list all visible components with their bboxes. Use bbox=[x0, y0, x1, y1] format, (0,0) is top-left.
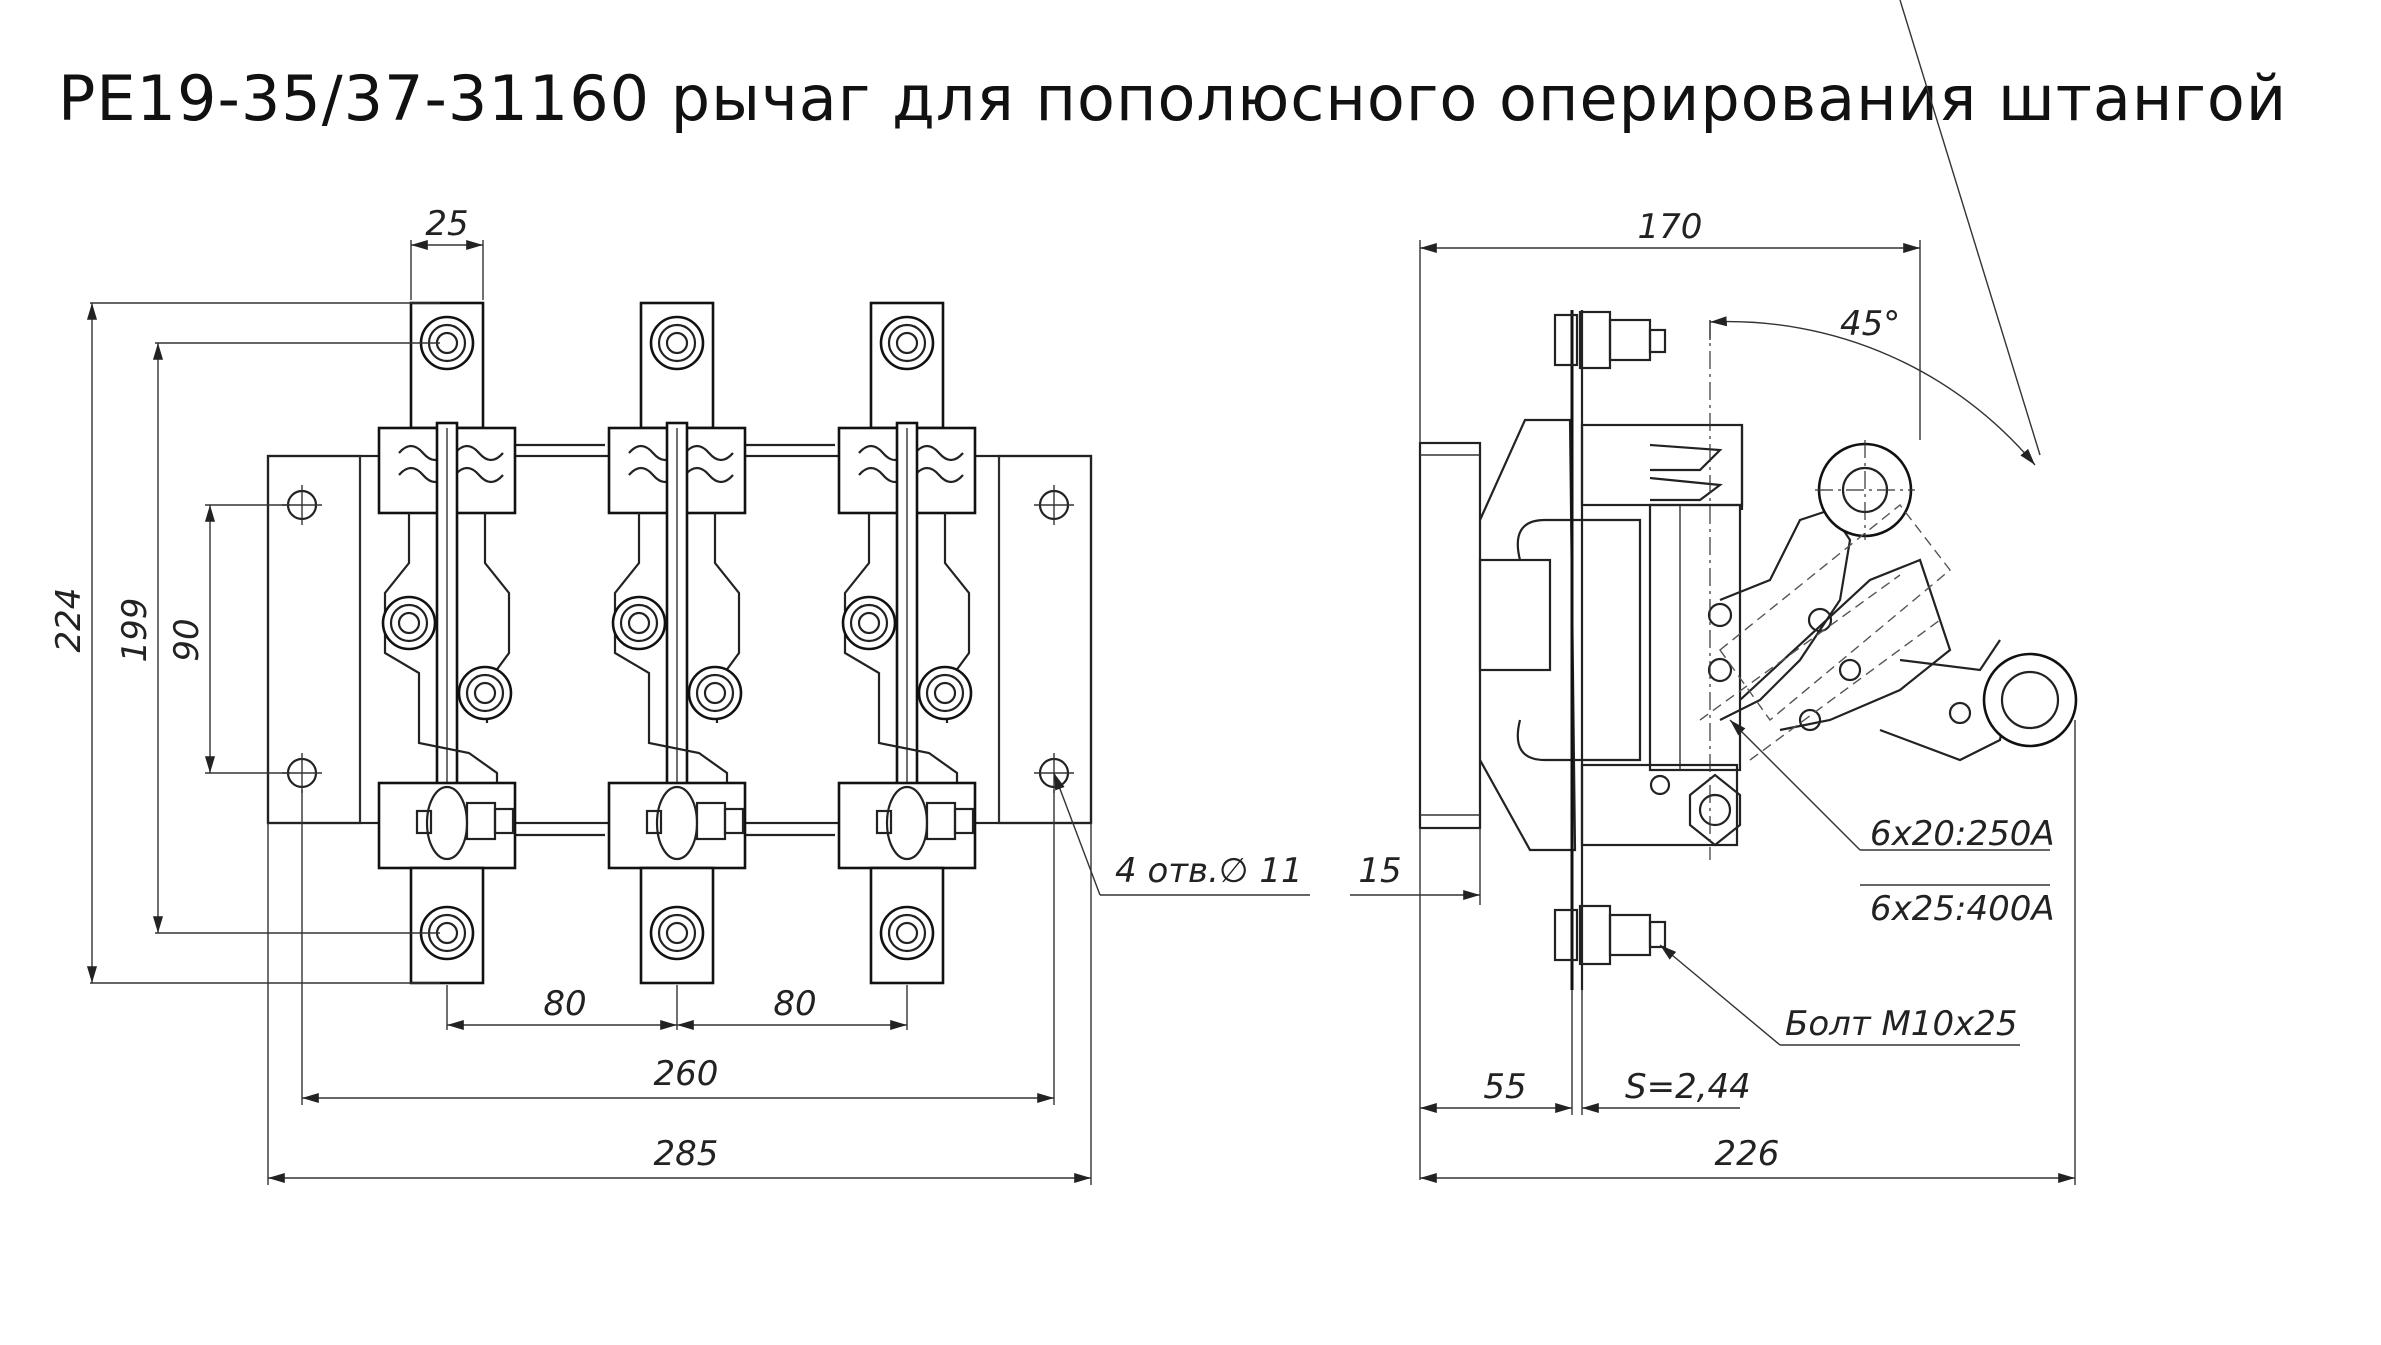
dim-199: 199 bbox=[115, 598, 155, 663]
base-profile bbox=[1418, 441, 1482, 830]
dim-226: 226 bbox=[1715, 1134, 1780, 1174]
bolt-note: Болт М10х25 bbox=[1785, 1004, 2017, 1044]
dim-90: 90 bbox=[167, 618, 207, 661]
dim-260: 260 bbox=[654, 1054, 719, 1094]
dim-25: 25 bbox=[425, 204, 468, 244]
pole-2 bbox=[609, 303, 745, 983]
dim-80-b: 80 bbox=[773, 984, 816, 1024]
page-title: РЕ19-35/37-31160 рычаг для пополюсного о… bbox=[58, 62, 2288, 135]
dim-285: 285 bbox=[654, 1134, 719, 1174]
front-view: 25 224 199 90 80 80 260 285 bbox=[49, 204, 1310, 1185]
lever-body bbox=[1719, 508, 1852, 721]
holes-note: 4 отв.∅ 11 bbox=[1115, 851, 1303, 891]
dim-55: 55 bbox=[1483, 1067, 1526, 1107]
busbar-note-2: 6х25:400А bbox=[1870, 889, 2055, 929]
pole-1 bbox=[379, 303, 515, 983]
side-view: 45° 170 15 6х20:250А 6х25:400А Болт М10х… bbox=[1350, 0, 2078, 1185]
angle-45: 45° bbox=[1840, 304, 1900, 344]
dim-80-a: 80 bbox=[543, 984, 586, 1024]
busbar-note-1: 6х20:250А bbox=[1870, 814, 2055, 854]
dim-224: 224 bbox=[49, 588, 89, 653]
pole-3 bbox=[839, 303, 975, 983]
dim-thickness: S=2,44 bbox=[1625, 1067, 1751, 1107]
dim-15: 15 bbox=[1358, 851, 1401, 891]
dim-170: 170 bbox=[1638, 207, 1703, 247]
